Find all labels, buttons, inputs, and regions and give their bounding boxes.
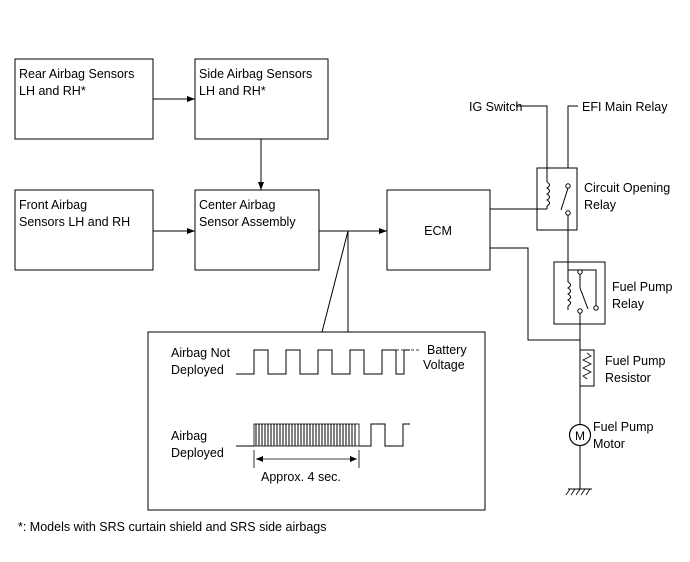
circuit-opening-relay — [490, 167, 578, 231]
rear-sensors-label-line2: LH and RH* — [19, 84, 86, 98]
ecm-label: ECM — [424, 224, 452, 238]
fuel-pump-relay-switch-blade — [579, 287, 589, 310]
deployed-label-line2: Deployed — [171, 446, 224, 460]
side-airbag-sensors-block: Side Airbag Sensors LH and RH* — [194, 58, 329, 140]
fuel-pump-motor-label-line2: Motor — [593, 437, 625, 451]
fuel-pump-resistor-label-line2: Resistor — [605, 371, 651, 385]
deployed-pulse-burst — [255, 424, 356, 446]
deployed-tail-waveform — [359, 423, 410, 447]
motor-symbol: M — [575, 429, 585, 443]
fuel-pump-resistor-label-line1: Fuel Pump — [605, 354, 665, 368]
duration-arrowhead-left — [256, 456, 263, 462]
ground-icon — [565, 488, 592, 496]
circuit-opening-contact-top — [565, 183, 571, 189]
side-sensors-label-line2: LH and RH* — [199, 84, 266, 98]
duration-label: Approx. 4 sec. — [261, 470, 341, 484]
ig-switch-label: IG Switch — [469, 100, 523, 114]
callout-line-left — [321, 230, 349, 333]
circuit-opening-coil-icon — [546, 181, 550, 207]
center-airbag-sensor-assembly-block: Center Airbag Sensor Assembly — [194, 189, 320, 271]
fuel-pump-relay-contact-bottom — [577, 308, 583, 314]
fuel-pump-relay-contact-right — [593, 305, 599, 311]
center-sensor-label-line1: Center Airbag — [199, 198, 275, 212]
fuel-pump-motor-label-line1: Fuel Pump — [593, 420, 653, 434]
battery-voltage-label-line2: Voltage — [423, 358, 465, 372]
fuel-pump-relay-contact-top — [577, 269, 583, 275]
fuel-pump-relay-inner-wire — [567, 262, 597, 306]
fuel-pump-resistor — [579, 349, 595, 387]
footnote: *: Models with SRS curtain shield and SR… — [18, 520, 326, 534]
fuel-pump-relay — [553, 261, 606, 325]
ig-switch-wire — [516, 105, 548, 178]
circuit-opening-relay-label-line2: Relay — [584, 198, 617, 212]
rear-airbag-sensors-block: Rear Airbag Sensors LH and RH* — [14, 58, 154, 140]
fuel-pump-relay-label-line2: Relay — [612, 297, 645, 311]
front-sensors-label-line1: Front Airbag — [19, 198, 87, 212]
ecm-block: ECM — [386, 189, 491, 271]
efi-main-relay-label: EFI Main Relay — [582, 100, 668, 114]
resistor-zigzag-icon — [582, 352, 592, 380]
signal-detail-box: Airbag Not Deployed Battery Voltage Airb… — [147, 331, 486, 511]
front-airbag-sensors-block: Front Airbag Sensors LH and RH — [14, 189, 154, 271]
fuel-pump-relay-coil-icon — [567, 281, 571, 307]
battery-voltage-label-line1: Battery — [427, 343, 467, 357]
circuit-opening-switch-blade — [560, 187, 569, 211]
not-deployed-waveform — [236, 349, 410, 375]
fuel-pump-relay-label-line1: Fuel Pump — [612, 280, 672, 294]
not-deployed-label-line1: Airbag Not — [171, 346, 231, 360]
circuit-opening-contact-bottom — [565, 210, 571, 216]
duration-arrowhead-right — [350, 456, 357, 462]
ecm-to-fuel-pump-relay-wire — [490, 247, 580, 341]
center-sensor-label-line2: Sensor Assembly — [199, 215, 296, 229]
deployed-label-line1: Airbag — [171, 429, 207, 443]
side-sensors-label-line1: Side Airbag Sensors — [199, 67, 312, 81]
rear-sensors-label-line1: Rear Airbag Sensors — [19, 67, 134, 81]
front-sensors-label-line2: Sensors LH and RH — [19, 215, 130, 229]
efi-main-relay-wire — [567, 105, 578, 178]
circuit-opening-relay-label-line1: Circuit Opening — [584, 181, 670, 195]
fuel-pump-motor: M — [568, 423, 592, 447]
not-deployed-label-line2: Deployed — [171, 363, 224, 377]
